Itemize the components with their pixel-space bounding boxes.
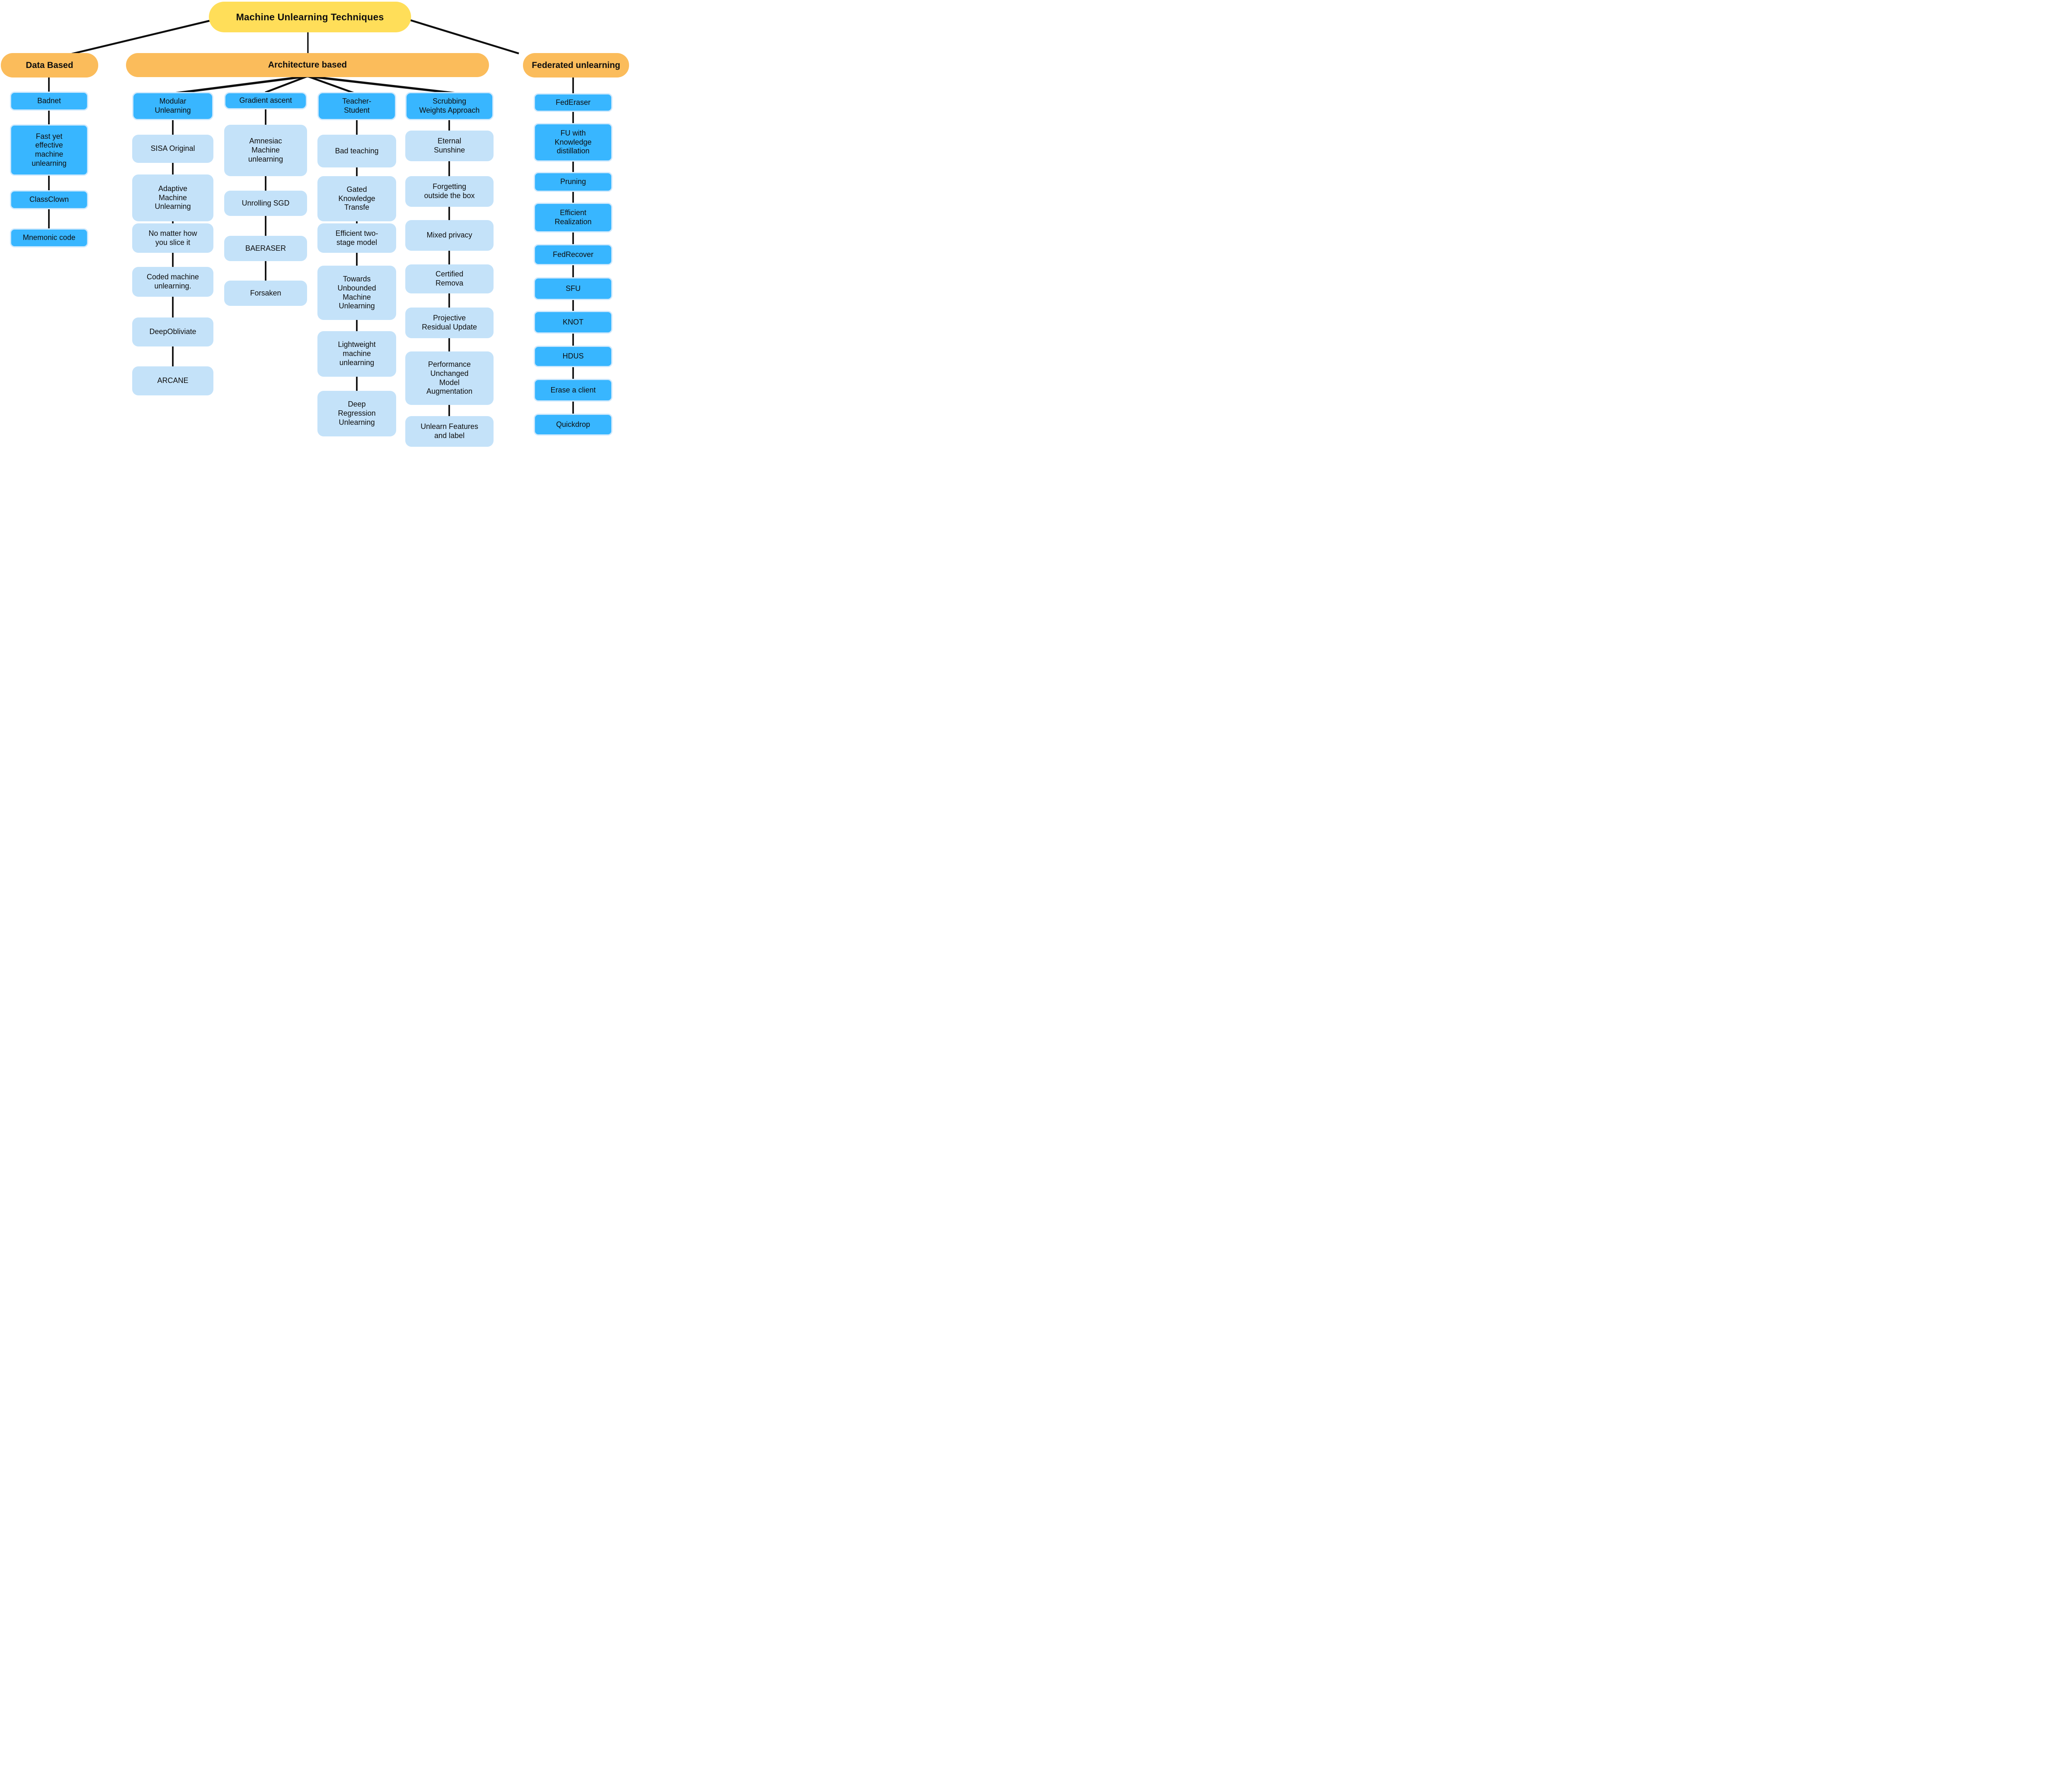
node-classclown: ClassClown — [10, 190, 88, 209]
connector-line — [265, 75, 308, 94]
node-sfu: SFU — [534, 277, 612, 300]
node-certified-remova: Certified Remova — [405, 264, 494, 293]
connector-line — [307, 75, 355, 94]
branch-architecture-based: Architecture based — [126, 53, 489, 77]
node-no-matter-how-you-slice-it: No matter how you slice it — [132, 223, 213, 253]
node-fedrecover: FedRecover — [534, 244, 612, 265]
node-mnemonic-code: Mnemonic code — [10, 228, 88, 247]
connector-line — [71, 19, 210, 55]
node-lightweight-machine-unlearning: Lightweight machine unlearning — [317, 331, 396, 377]
branch-federated-unlearning: Federated unlearning — [523, 53, 629, 78]
node-pruning: Pruning — [534, 172, 612, 192]
node-fu-with-knowledge-distillation: FU with Knowledge distillation — [534, 123, 612, 162]
node-hdus: HDUS — [534, 346, 612, 367]
node-gated-knowledge-transfe: Gated Knowledge Transfe — [317, 176, 396, 221]
node-sisa-original: SISA Original — [132, 135, 213, 163]
node-forsaken: Forsaken — [224, 281, 307, 306]
node-unlearn-features-and-label: Unlearn Features and label — [405, 416, 494, 447]
connector-line — [174, 75, 308, 94]
group-teacher-student: Teacher- Student — [317, 92, 396, 120]
node-erase-a-client: Erase a client — [534, 379, 612, 402]
node-bad-teaching: Bad teaching — [317, 135, 396, 167]
node-quickdrop: Quickdrop — [534, 414, 612, 436]
node-baeraser: BAERASER — [224, 236, 307, 261]
node-efficient-two-stage-model: Efficient two- stage model — [317, 223, 396, 253]
node-forgetting-outside-the-box: Forgetting outside the box — [405, 176, 494, 207]
node-coded-machine-unlearning: Coded machine unlearning. — [132, 267, 213, 297]
group-gradient-ascent: Gradient ascent — [224, 92, 307, 109]
node-knot: KNOT — [534, 311, 612, 334]
node-amnesiac-machine-unlearning: Amnesiac Machine unlearning — [224, 125, 307, 176]
node-projective-residual-update: Projective Residual Update — [405, 308, 494, 338]
node-mixed-privacy: Mixed privacy — [405, 220, 494, 251]
group-modular-unlearning: Modular Unlearning — [132, 92, 213, 120]
group-scrubbing-weights-approach: Scrubbing Weights Approach — [405, 92, 494, 120]
node-performance-unchanged-model-augmentation: Performance Unchanged Model Augmentation — [405, 351, 494, 405]
node-adaptive-machine-unlearning: Adaptive Machine Unlearning — [132, 174, 213, 221]
root-node-machine-unlearning: Machine Unlearning Techniques — [209, 2, 411, 32]
node-deepobliviate: DeepObliviate — [132, 317, 213, 346]
node-unrolling-sgd: Unrolling SGD — [224, 191, 307, 216]
node-fast-yet-effective-machine-unlearning: Fast yet effective machine unlearning — [10, 124, 88, 176]
branch-data-based: Data Based — [1, 53, 98, 78]
node-towards-unbounded-machine-unlearning: Towards Unbounded Machine Unlearning — [317, 266, 396, 320]
connector-line — [409, 19, 519, 55]
flowchart-canvas: Machine Unlearning Techniques Data Based… — [0, 0, 630, 448]
node-badnet: Badnet — [10, 92, 88, 111]
node-arcane: ARCANE — [132, 366, 213, 395]
node-deep-regression-unlearning: Deep Regression Unlearning — [317, 391, 396, 436]
node-eternal-sunshine: Eternal Sunshine — [405, 131, 494, 161]
connector-lines — [48, 19, 574, 416]
node-efficient-realization: Efficient Realization — [534, 203, 612, 233]
node-federaser: FedEraser — [534, 93, 612, 112]
